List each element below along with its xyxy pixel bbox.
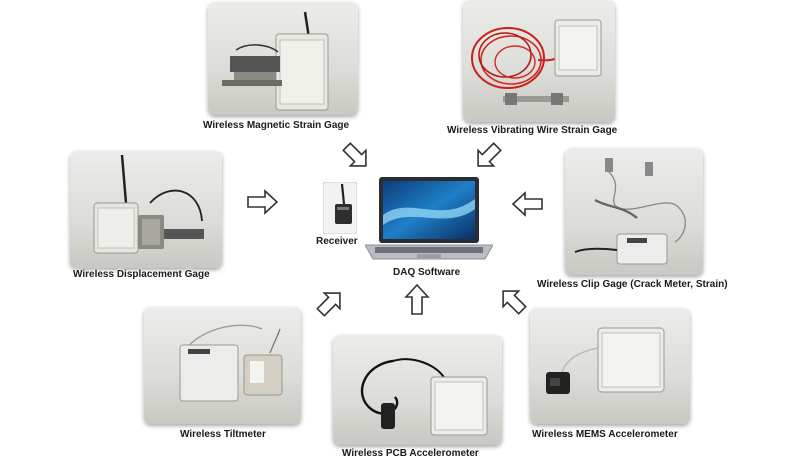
photo-clip-gage [565, 148, 703, 275]
arrow-from-clip-gage [511, 191, 543, 217]
arrow-from-vibrating-wire [477, 142, 502, 167]
label-clip-gage: Wireless Clip Gage (Crack Meter, Strain) [537, 279, 728, 290]
label-mems-accelerometer: Wireless MEMS Accelerometer [532, 429, 678, 440]
photo-mems-accelerometer [530, 308, 690, 424]
photo-pcb-accelerometer [333, 335, 502, 445]
photo-displacement-gage [70, 151, 222, 268]
label-tiltmeter: Wireless Tiltmeter [180, 429, 266, 440]
arrow-from-magnetic-strain [342, 142, 367, 167]
arrow-from-displacement [247, 189, 279, 215]
label-displacement-gage: Wireless Displacement Gage [73, 269, 210, 280]
label-receiver: Receiver [316, 236, 358, 247]
photo-vibrating-wire-strain-gage [463, 0, 615, 122]
arrow-from-mems-accelerometer [502, 290, 527, 315]
photo-magnetic-strain-gage [208, 2, 358, 115]
arrow-from-pcb-accelerometer [404, 283, 430, 315]
arrow-from-tiltmeter [316, 292, 341, 317]
photo-tiltmeter [144, 307, 301, 424]
label-pcb-accelerometer: Wireless PCB Accelerometer [342, 448, 479, 459]
label-magnetic-strain-gage: Wireless Magnetic Strain Gage [203, 120, 350, 131]
receiver-device [322, 181, 358, 235]
label-daq-software: DAQ Software [393, 267, 461, 278]
laptop [364, 175, 494, 265]
label-vibrating-wire-strain-gage: Wireless Vibrating Wire Strain Gage [447, 125, 618, 136]
